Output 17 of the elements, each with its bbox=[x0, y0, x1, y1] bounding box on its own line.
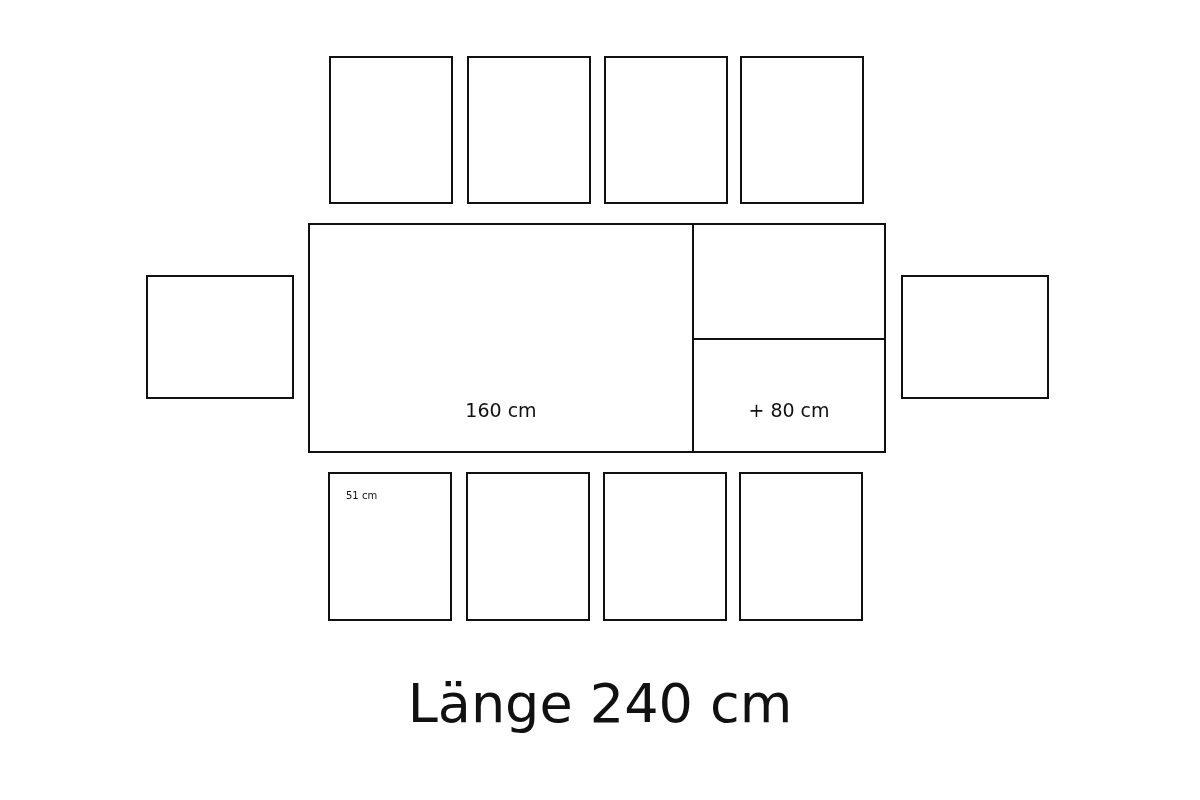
chair-outline bbox=[739, 472, 863, 621]
table-outline bbox=[308, 223, 694, 453]
chair-outline bbox=[146, 275, 294, 399]
chair-outline bbox=[740, 56, 864, 204]
chair-outline bbox=[466, 472, 590, 621]
dimension-label: 51 cm bbox=[346, 490, 378, 501]
chair-outline bbox=[901, 275, 1049, 399]
caption: Länge 240 cm bbox=[407, 672, 793, 735]
chair-outline bbox=[603, 472, 727, 621]
table-outline bbox=[692, 223, 886, 340]
table-outline bbox=[692, 338, 886, 453]
chair-outline bbox=[328, 472, 452, 621]
dimension-label: 160 cm bbox=[465, 399, 537, 421]
chair-outline bbox=[467, 56, 591, 204]
dimension-label: + 80 cm bbox=[748, 399, 830, 421]
chair-outline bbox=[329, 56, 453, 204]
chair-outline bbox=[604, 56, 728, 204]
